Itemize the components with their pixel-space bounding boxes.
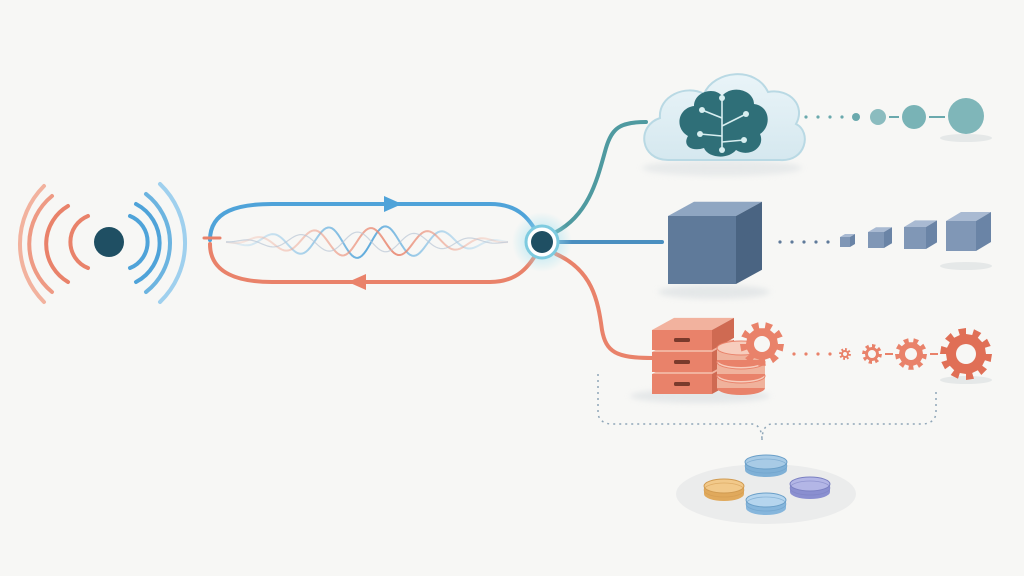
signal-arc [134, 202, 162, 284]
signal-arc [27, 194, 54, 294]
cube-trail [778, 212, 992, 270]
signal-arc [68, 214, 90, 270]
signal-arc [128, 214, 150, 270]
waveform [225, 225, 509, 259]
branch-lines [554, 120, 664, 360]
branch-to-storage [554, 252, 654, 360]
pool-bracket [597, 374, 937, 441]
trail-dot [814, 240, 818, 244]
trail-dot [840, 115, 844, 119]
hub-node-icon [512, 212, 572, 272]
drawer-handle [674, 360, 690, 364]
trail-cube [946, 212, 991, 251]
gear-trail [792, 328, 992, 384]
trail-dot [826, 240, 830, 244]
trail-gear-icon [940, 328, 992, 380]
neural-nodes [697, 95, 749, 153]
wave-blue [225, 225, 509, 259]
pool-disc [703, 478, 745, 501]
trail-dot [816, 352, 820, 356]
branch-to-cloud [554, 120, 648, 234]
wave-grey [225, 231, 509, 253]
trail-gear-icon [839, 348, 851, 360]
trail-shadow [940, 134, 992, 142]
transmitter-core [94, 227, 124, 257]
circle-trail [804, 98, 992, 142]
trail-circle [948, 98, 984, 134]
wave-coral [225, 227, 509, 257]
blue-signal-arcs [128, 182, 188, 304]
trail-dot [804, 352, 808, 356]
neural-lines [699, 98, 747, 150]
trail-gear-icon [862, 344, 882, 364]
drawer-handle [674, 338, 690, 342]
trail-dot [778, 240, 782, 244]
server-layer [668, 201, 762, 240]
pool-disc [789, 476, 831, 499]
trail-dot [802, 240, 806, 244]
forward-arrow-icon [384, 196, 402, 212]
trail-dot [828, 115, 832, 119]
radio-transmitter-icon [17, 182, 188, 304]
trail-cube [868, 227, 892, 248]
trail-shadow [940, 262, 992, 270]
trail-dot [804, 115, 808, 119]
server-stack-icon [658, 201, 770, 299]
return-flow-line [208, 242, 542, 284]
trail-circle [870, 109, 886, 125]
return-arrow-icon [348, 274, 366, 290]
trail-gear-icon [895, 338, 927, 370]
gear-icon [740, 322, 784, 366]
cloud-shadow [642, 160, 802, 176]
pool-disc [745, 492, 787, 515]
data-pool-icon [676, 454, 856, 524]
signal-arc [158, 182, 188, 304]
trail-dot [790, 240, 794, 244]
signal-arc [44, 204, 70, 284]
pool-disc [744, 454, 788, 477]
trail-dot [816, 115, 820, 119]
trail-circle [852, 113, 860, 121]
drawer-handle [674, 382, 690, 386]
coral-signal-arcs [17, 184, 90, 304]
trail-cube [840, 234, 855, 247]
trail-dot [792, 352, 796, 356]
trail-circle [902, 105, 926, 129]
drawer [652, 317, 734, 350]
signal-arc [144, 192, 173, 294]
cloud-brain-icon [642, 73, 806, 176]
gear-icon [740, 322, 784, 366]
hub-core [531, 231, 553, 253]
signal-arc [17, 184, 46, 304]
trail-cube [904, 220, 937, 249]
trail-dot [828, 352, 832, 356]
storage-drawers-icon [630, 317, 770, 403]
